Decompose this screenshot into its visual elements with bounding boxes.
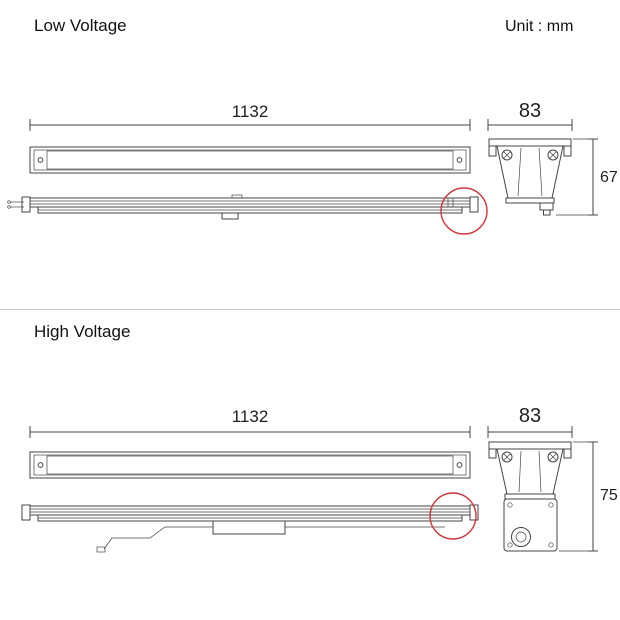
width-dimension: 83 [487,100,573,131]
length-dimension: 1132 [29,102,471,131]
low-voltage-drawing: 1132 83 [7,100,618,235]
unit-label: Unit : mm [505,18,574,35]
front-view [29,146,471,174]
height-dimension: 67 [556,138,618,216]
plan-view [21,504,479,553]
end-detail-highlight-circle [440,187,488,235]
side-view [488,138,572,216]
length-value: 1132 [232,407,269,426]
section-divider [0,309,620,310]
plan-view [7,194,479,220]
front-view [29,451,471,479]
height-value: 75 [600,487,618,504]
length-value: 1132 [232,102,269,121]
width-value: 83 [519,405,541,427]
section-title-low-voltage: Low Voltage [34,16,127,35]
height-dimension: 75 [559,441,618,552]
height-value: 67 [600,169,618,186]
side-view [488,441,572,552]
high-voltage-drawing: 1132 83 [21,405,618,553]
end-detail-highlight-circle [429,492,477,540]
width-value: 83 [519,100,541,122]
section-title-high-voltage: High Voltage [34,322,131,341]
width-dimension: 83 [487,405,573,438]
length-dimension: 1132 [29,407,471,438]
